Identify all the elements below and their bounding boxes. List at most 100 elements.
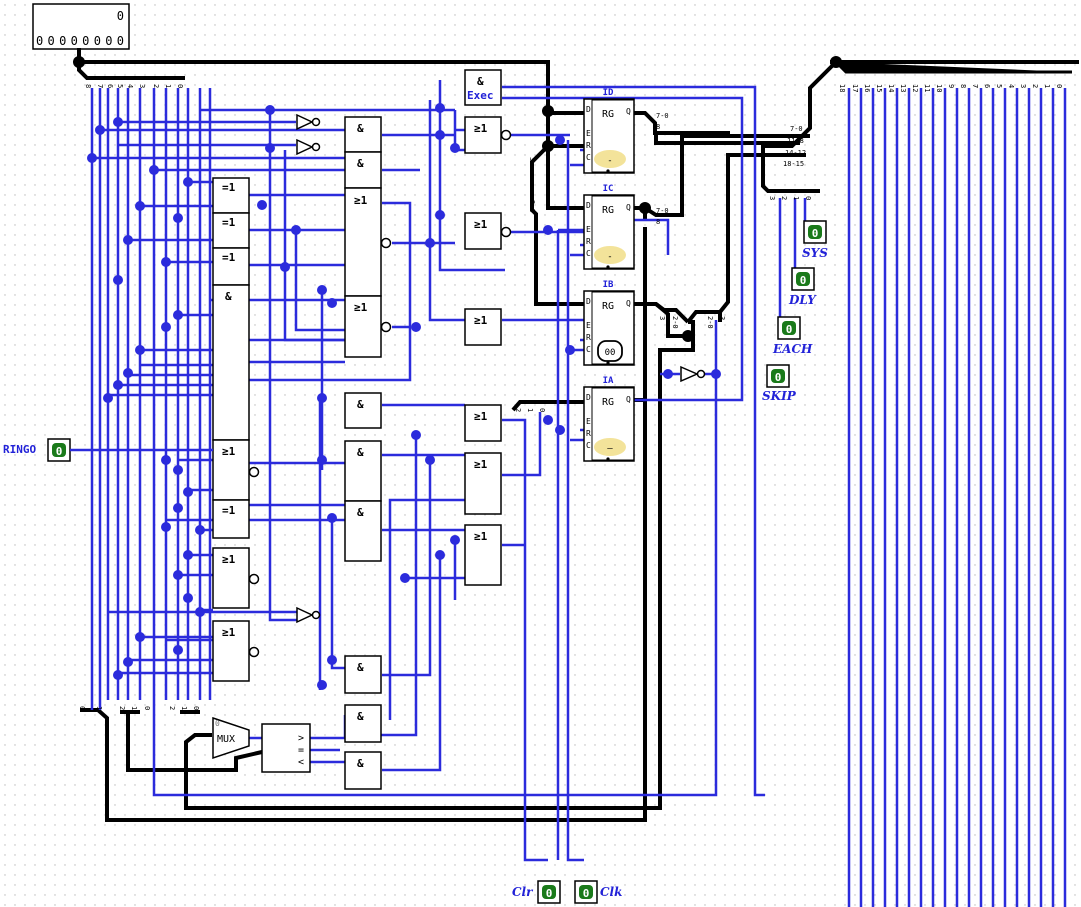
register-pin-q: Q bbox=[626, 203, 631, 212]
register-pin-d: D bbox=[586, 105, 591, 114]
register-value: — bbox=[607, 444, 613, 454]
register-kind: RG bbox=[602, 301, 614, 312]
splitter-label: 1 bbox=[130, 706, 138, 710]
right-bus-lines bbox=[847, 88, 1067, 907]
left-gate-column bbox=[212, 177, 250, 682]
middle-gate-column bbox=[344, 116, 382, 790]
splitter-label: 2 bbox=[514, 408, 522, 412]
register-pin-r: R bbox=[586, 429, 591, 438]
cmp-lt-label: < bbox=[298, 757, 304, 768]
register-value: 00 bbox=[605, 348, 616, 358]
splitter-label: 0 bbox=[804, 196, 812, 200]
register-pin-e: E bbox=[586, 321, 591, 330]
splitter-label: 1 bbox=[526, 408, 534, 412]
and-gate-m7-label: & bbox=[357, 506, 364, 519]
splitter-label: 0 bbox=[78, 706, 86, 710]
register-pin-r: R bbox=[586, 333, 591, 342]
and-gate-m5-label: & bbox=[357, 398, 364, 411]
splitter-label: 2 bbox=[780, 196, 788, 200]
splitter-label: 2-0 bbox=[706, 316, 714, 329]
splitter-label: 7 bbox=[96, 84, 104, 88]
register-pin-c: C bbox=[586, 441, 591, 450]
register-pin-e: E bbox=[586, 129, 591, 138]
splitter-label: 2-0 bbox=[528, 200, 536, 213]
register-value: - bbox=[607, 156, 612, 166]
display-top-value: 0 bbox=[117, 9, 124, 23]
and-gate-m9-label: & bbox=[357, 710, 364, 723]
pin-value: 0 bbox=[56, 445, 63, 458]
and-gate-m10-label: & bbox=[357, 757, 364, 770]
splitter-label: 15 bbox=[875, 84, 883, 92]
splitter-label: 7-0 bbox=[656, 112, 669, 120]
splitter-label: 8 bbox=[656, 218, 660, 226]
pin-label: Clr bbox=[512, 885, 534, 899]
splitter-label: 0 bbox=[1055, 84, 1063, 88]
or-gate-m4-label: ≥1 bbox=[354, 301, 368, 314]
register-stack: IDRGDERCQ-ICRGDERCQ-IBRGDERCQ00IARGDERCQ… bbox=[583, 88, 635, 462]
pin-value: 0 bbox=[775, 371, 782, 384]
or-gate-r5-label: ≥1 bbox=[474, 458, 488, 471]
negation-bubbles-middle bbox=[380, 237, 392, 333]
pin-label: DLY bbox=[788, 293, 817, 307]
inverter-gates-top bbox=[296, 113, 706, 624]
multiplexer: MUX 0 bbox=[212, 716, 250, 760]
register-pin-d: D bbox=[586, 393, 591, 402]
splitter-label: 3 bbox=[768, 196, 776, 200]
or-gate-m3-label: ≥1 bbox=[354, 194, 368, 207]
splitter-label: 1 bbox=[180, 706, 188, 710]
splitter-label: 2 bbox=[152, 84, 160, 88]
splitter-label: 2 bbox=[1031, 84, 1039, 88]
pin-label: SKIP bbox=[762, 389, 797, 403]
register-pin-e: E bbox=[586, 225, 591, 234]
and-gate-m1-label: & bbox=[357, 122, 364, 135]
splitter-label: 4 bbox=[126, 84, 134, 88]
register-pin-r: R bbox=[586, 237, 591, 246]
splitter-label: 5 bbox=[995, 84, 1003, 88]
register-pin-e: E bbox=[586, 417, 591, 426]
splitter-label: 1 bbox=[1043, 84, 1051, 88]
splitter-label: 2 bbox=[168, 706, 176, 710]
splitter-label: 1 bbox=[792, 196, 800, 200]
mux-label: MUX bbox=[217, 734, 235, 745]
xor-gate-3-label: =1 bbox=[222, 251, 236, 264]
xor-gate-2-label: =1 bbox=[222, 216, 236, 229]
splitter-label: 8 bbox=[959, 84, 967, 88]
and-gate-m6-label: & bbox=[357, 446, 364, 459]
or-gate-r1-label: ≥1 bbox=[474, 122, 488, 135]
register-name: IC bbox=[603, 184, 614, 194]
negation-bubbles-right bbox=[500, 129, 512, 238]
register-kind: RG bbox=[602, 109, 614, 120]
register-kind: RG bbox=[602, 397, 614, 408]
splitter-label: 12 bbox=[911, 84, 919, 92]
register-kind: RG bbox=[602, 205, 614, 216]
register-pin-d: D bbox=[586, 297, 591, 306]
splitter-label: 9 bbox=[947, 84, 955, 88]
splitter-label: 7-0 bbox=[790, 125, 803, 133]
splitter-label: 5 bbox=[116, 84, 124, 88]
splitter-label: 3 bbox=[528, 157, 536, 161]
splitter-label: 7 bbox=[971, 84, 979, 88]
register-name: ID bbox=[603, 88, 614, 98]
and-gate-exec-label: & bbox=[477, 75, 484, 88]
register-pin-c: C bbox=[586, 345, 591, 354]
pin-label: EACH bbox=[772, 342, 813, 356]
splitter-label: 1 bbox=[95, 706, 103, 710]
register-pin-c: C bbox=[586, 249, 591, 258]
splitter-label: 11-8 bbox=[787, 137, 804, 145]
splitter-label: 8 bbox=[84, 84, 92, 88]
or-gate-r6-label: ≥1 bbox=[474, 530, 488, 543]
splitter-label: 4 bbox=[1007, 84, 1015, 88]
splitter-label: 16 bbox=[863, 84, 871, 92]
right-gate-column bbox=[464, 69, 502, 586]
